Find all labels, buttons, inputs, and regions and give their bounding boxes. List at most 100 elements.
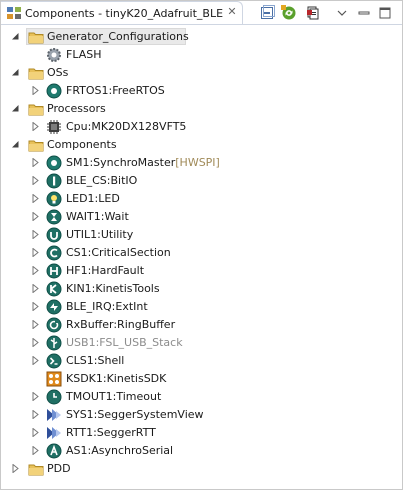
view-menu-icon[interactable] (305, 5, 321, 21)
synchromaster-icon (46, 155, 62, 171)
kinetis-tools-icon (46, 281, 62, 297)
tree-node-rxbuffer[interactable]: RxBuffer:RingBuffer (1, 316, 402, 334)
selection-highlight (26, 28, 186, 45)
node-label: USB1:FSL_USB_Stack (66, 336, 183, 349)
node-label: WAIT1:Wait (66, 210, 129, 223)
folder-icon (28, 137, 44, 153)
wait-icon (46, 209, 62, 225)
twisty-expanded-icon[interactable] (11, 140, 20, 149)
freertos-icon (46, 83, 62, 99)
tree-node-flash[interactable]: FLASH (1, 46, 402, 64)
node-label: UTIL1:Utility (66, 228, 134, 241)
node-label: KSDK1:KinetisSDK (66, 372, 167, 385)
twisty-expanded-icon[interactable] (11, 104, 20, 113)
close-icon[interactable]: ✕ (227, 5, 237, 18)
tree-node-cs1[interactable]: CS1:CriticalSection (1, 244, 402, 262)
segger-systemview-icon (47, 409, 61, 421)
tree-node-oss[interactable]: OSs (1, 64, 402, 82)
divider (1, 24, 402, 25)
twisty-collapsed-icon[interactable] (31, 338, 40, 347)
tree-node-rtt1[interactable]: RTT1:SeggerRTT (1, 424, 402, 442)
tree-node-hf1[interactable]: HF1:HardFault (1, 262, 402, 280)
twisty-collapsed-icon[interactable] (31, 248, 40, 257)
twisty-collapsed-icon[interactable] (31, 86, 40, 95)
twisty-collapsed-icon[interactable] (31, 446, 40, 455)
minimize-icon[interactable] (356, 5, 372, 21)
tree-node-components[interactable]: Components (1, 136, 402, 154)
maximize-icon[interactable] (377, 5, 393, 21)
twisty-collapsed-icon[interactable] (11, 464, 20, 473)
tree-node-kin1[interactable]: KIN1:KinetisTools (1, 280, 402, 298)
view-tab[interactable]: Components - tinyK20_Adafruit_BLE ✕ (1, 1, 243, 24)
chevron-down-icon[interactable] (334, 5, 350, 21)
twisty-collapsed-icon[interactable] (31, 302, 40, 311)
twisty-collapsed-icon[interactable] (31, 230, 40, 239)
node-label: RTT1:SeggerRTT (66, 426, 156, 439)
kinetis-sdk-icon (46, 371, 62, 387)
shell-icon (46, 353, 62, 369)
twisty-collapsed-icon[interactable] (31, 392, 40, 401)
tree-node-ble-irq[interactable]: BLE_IRQ:ExtInt (1, 298, 402, 316)
utility-icon (46, 227, 62, 243)
twisty-expanded-icon[interactable] (11, 32, 20, 41)
sync-icon[interactable] (281, 5, 297, 21)
tree-node-ksdk1[interactable]: KSDK1:KinetisSDK (1, 370, 402, 388)
twisty-collapsed-icon[interactable] (31, 320, 40, 329)
twisty-collapsed-icon[interactable] (31, 356, 40, 365)
critical-section-icon (46, 245, 62, 261)
node-label: FRTOS1:FreeRTOS (66, 84, 165, 97)
node-label: PDD (47, 462, 71, 475)
component-name: SM1:SynchroMaster (66, 156, 176, 169)
twisty-collapsed-icon[interactable] (31, 212, 40, 221)
cpu-icon (47, 120, 61, 134)
component-suffix: [HWSPI] (175, 156, 220, 169)
led-icon (46, 191, 62, 207)
usb-stack-icon (46, 335, 62, 351)
node-label: TMOUT1:Timeout (66, 390, 162, 403)
tree-node-processors[interactable]: Processors (1, 100, 402, 118)
tree-node-frtos1[interactable]: FRTOS1:FreeRTOS (1, 82, 402, 100)
node-label: BLE_CS:BitIO (66, 174, 138, 187)
view-titlebar: Components - tinyK20_Adafruit_BLE ✕ (1, 1, 402, 25)
node-label: FLASH (66, 48, 102, 61)
twisty-collapsed-icon[interactable] (31, 176, 40, 185)
node-label: Processors (47, 102, 106, 115)
node-label: LED1:LED (66, 192, 120, 205)
folder-icon (28, 461, 44, 477)
tree-node-ble-cs[interactable]: BLE_CS:BitIO (1, 172, 402, 190)
folder-icon (28, 65, 44, 81)
tree-node-sys1[interactable]: SYS1:SeggerSystemView (1, 406, 402, 424)
tree-node-led1[interactable]: LED1:LED (1, 190, 402, 208)
twisty-collapsed-icon[interactable] (31, 284, 40, 293)
tree-node-util1[interactable]: UTIL1:Utility (1, 226, 402, 244)
segger-rtt-icon (47, 427, 61, 439)
twisty-collapsed-icon[interactable] (31, 158, 40, 167)
tree-node-sm1[interactable]: SM1:SynchroMaster[HWSPI] (1, 154, 402, 172)
tree-node-cpu[interactable]: Cpu:MK20DX128VFT5 (1, 118, 402, 136)
twisty-collapsed-icon[interactable] (31, 410, 40, 419)
tree-node-usb1[interactable]: USB1:FSL_USB_Stack (1, 334, 402, 352)
node-label: CS1:CriticalSection (66, 246, 171, 259)
twisty-collapsed-icon[interactable] (31, 194, 40, 203)
twisty-expanded-icon[interactable] (11, 68, 20, 77)
tree-node-tmout1[interactable]: TMOUT1:Timeout (1, 388, 402, 406)
node-label: Cpu:MK20DX128VFT5 (66, 120, 187, 133)
tree-node-pdd[interactable]: PDD (1, 460, 402, 478)
tree-node-as1[interactable]: AS1:AsynchroSerial (1, 442, 402, 460)
collapse-all-icon[interactable] (259, 5, 275, 21)
node-label: Generator_Configurations (47, 30, 189, 43)
node-label: Components (47, 138, 117, 151)
timeout-icon (46, 389, 62, 405)
tree-node-cls1[interactable]: CLS1:Shell (1, 352, 402, 370)
twisty-collapsed-icon[interactable] (31, 122, 40, 131)
tree-node-wait1[interactable]: WAIT1:Wait (1, 208, 402, 226)
node-label: CLS1:Shell (66, 354, 125, 367)
twisty-collapsed-icon[interactable] (31, 266, 40, 275)
hardfault-icon (46, 263, 62, 279)
node-label: OSs (47, 66, 69, 79)
tree-node-generator-configurations[interactable]: Generator_Configurations (1, 28, 402, 46)
node-label: SM1:SynchroMaster[HWSPI] (66, 156, 220, 169)
node-label: AS1:AsynchroSerial (66, 444, 174, 457)
twisty-collapsed-icon[interactable] (31, 428, 40, 437)
